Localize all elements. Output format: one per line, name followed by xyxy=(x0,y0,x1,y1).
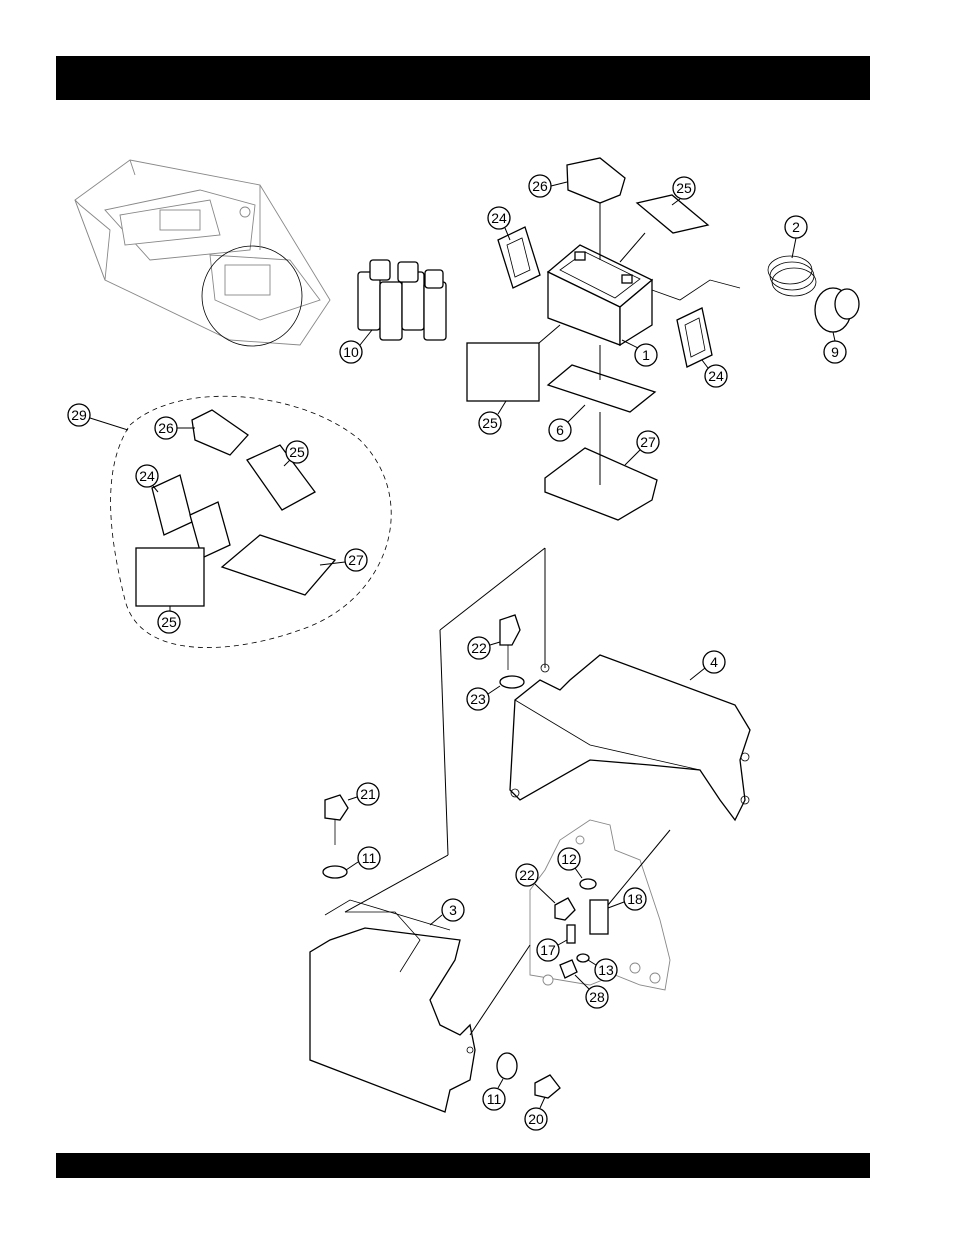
callout-23: 23 xyxy=(467,686,500,710)
callout-25-bottom: 25 xyxy=(479,401,506,434)
callout-24-kit: 24 xyxy=(136,465,158,492)
svg-text:10: 10 xyxy=(343,344,359,360)
callout-24-right: 24 xyxy=(702,360,727,387)
bolt-21 xyxy=(325,795,348,820)
callout-29: 29 xyxy=(68,404,128,430)
svg-text:26: 26 xyxy=(532,178,548,194)
svg-text:25: 25 xyxy=(161,614,177,630)
relay-18 xyxy=(590,900,608,934)
svg-text:13: 13 xyxy=(598,962,614,978)
svg-text:20: 20 xyxy=(528,1111,544,1127)
callout-11-upper: 11 xyxy=(346,847,380,870)
connector-set-illustration xyxy=(358,260,446,340)
callout-6: 6 xyxy=(549,405,585,441)
svg-text:24: 24 xyxy=(491,210,507,226)
callout-11-lower: 11 xyxy=(483,1079,505,1110)
callout-20: 20 xyxy=(525,1097,547,1130)
svg-text:23: 23 xyxy=(470,691,486,707)
pad-25-top xyxy=(637,195,708,233)
svg-text:25: 25 xyxy=(482,415,498,431)
bolt-20 xyxy=(535,1075,560,1098)
washer-11-upper xyxy=(323,866,347,878)
callout-26-top: 26 xyxy=(529,175,567,197)
svg-text:4: 4 xyxy=(710,654,718,670)
svg-text:29: 29 xyxy=(71,407,87,423)
svg-text:22: 22 xyxy=(471,640,487,656)
svg-text:21: 21 xyxy=(360,786,376,802)
callout-3: 3 xyxy=(430,899,464,925)
svg-text:2: 2 xyxy=(792,219,800,235)
svg-text:18: 18 xyxy=(627,891,643,907)
svg-text:12: 12 xyxy=(561,851,577,867)
svg-text:27: 27 xyxy=(640,434,656,450)
svg-text:26: 26 xyxy=(158,420,174,436)
callout-25-kit-top: 25 xyxy=(284,441,308,466)
callout-24-left: 24 xyxy=(488,207,510,240)
svg-text:11: 11 xyxy=(362,850,377,866)
svg-text:9: 9 xyxy=(831,344,839,360)
pad-27 xyxy=(545,448,657,520)
pad-6 xyxy=(548,365,655,412)
svg-text:22: 22 xyxy=(519,867,535,883)
svg-text:25: 25 xyxy=(289,444,305,460)
pad-26-top xyxy=(567,158,625,203)
spacer-24-left xyxy=(498,227,540,288)
callout-26-kit: 26 xyxy=(155,417,195,439)
washer-11-lower xyxy=(497,1053,517,1079)
svg-text:25: 25 xyxy=(676,180,692,196)
callout-2: 2 xyxy=(785,216,807,258)
callout-22-top: 22 xyxy=(468,637,500,659)
svg-text:27: 27 xyxy=(348,552,364,568)
svg-text:11: 11 xyxy=(487,1091,502,1107)
callout-9: 9 xyxy=(824,332,846,363)
svg-text:28: 28 xyxy=(589,989,605,1005)
bolt-22-top xyxy=(500,615,520,645)
machine-overview-illustration xyxy=(75,160,330,346)
spacer-24-right xyxy=(677,308,712,367)
svg-text:3: 3 xyxy=(449,902,457,918)
callout-21: 21 xyxy=(348,783,379,805)
svg-text:24: 24 xyxy=(708,368,724,384)
pad-25-bottom xyxy=(467,343,539,401)
battery-cover-illustration xyxy=(310,900,475,1112)
svg-text:1: 1 xyxy=(642,347,650,363)
callout-25-kit-bottom: 25 xyxy=(158,606,180,633)
callout-10: 10 xyxy=(340,330,372,363)
battery-tray-illustration xyxy=(510,655,750,820)
kit-29-group xyxy=(111,396,392,647)
svg-text:24: 24 xyxy=(139,468,155,484)
washer-12 xyxy=(580,879,596,889)
svg-text:6: 6 xyxy=(556,422,564,438)
svg-text:17: 17 xyxy=(540,942,556,958)
washer-13 xyxy=(577,954,589,962)
callout-4: 4 xyxy=(690,651,725,680)
callout-1: 1 xyxy=(622,340,657,366)
callout-27-bottom: 27 xyxy=(625,431,659,465)
washer-23 xyxy=(500,676,524,688)
fuse-17 xyxy=(567,925,575,943)
